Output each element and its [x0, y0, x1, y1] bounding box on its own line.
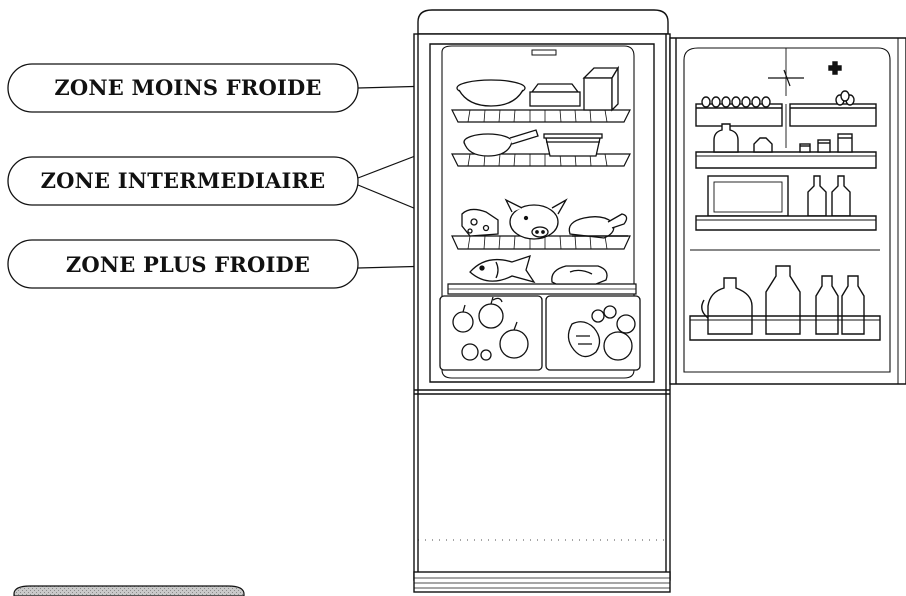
fridge-top-cap	[418, 10, 668, 34]
butter-dish-icon	[530, 84, 580, 106]
zone-label-intermediaire: ZONE INTERMEDIAIRE	[8, 157, 358, 205]
steak-icon	[552, 266, 607, 284]
shelf-top	[452, 110, 630, 122]
baking-dish-icon	[544, 134, 602, 156]
zone-label-text: ZONE MOINS FROIDE	[54, 75, 321, 100]
fridge-door	[670, 38, 906, 384]
corner-badge	[14, 586, 244, 596]
zone-label-plus-froide: ZONE PLUS FROIDE	[8, 240, 358, 288]
shelf-middle	[452, 154, 630, 166]
zone-label-text: ZONE INTERMEDIAIRE	[41, 168, 326, 193]
zone-label-moins-froide: ZONE MOINS FROIDE	[8, 64, 358, 112]
shelf-glass-bottom	[448, 284, 636, 294]
milk-carton-icon	[584, 68, 618, 110]
zone-label-text: ZONE PLUS FROIDE	[66, 252, 310, 277]
crisper-drawers	[440, 296, 640, 370]
